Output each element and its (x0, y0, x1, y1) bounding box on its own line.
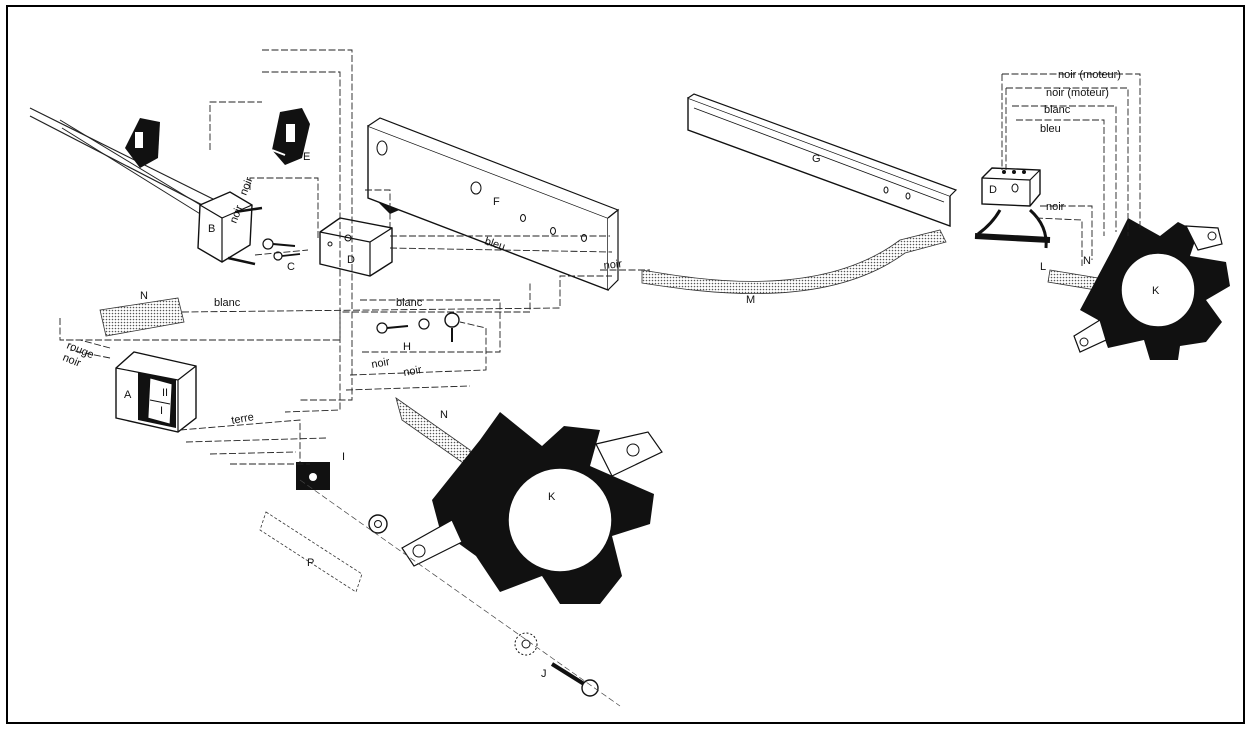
wire-label-noir-moteur-2: noir (moteur) (1046, 87, 1109, 99)
label-a: A (124, 389, 132, 401)
switch-mark-on: I (160, 405, 163, 417)
assembly-axis (299, 479, 621, 707)
wire-label-noir-5: noir (402, 364, 422, 379)
washer (368, 514, 388, 534)
label-c: C (287, 261, 295, 273)
screw-j (550, 662, 599, 697)
label-b: B (208, 223, 215, 235)
switch-mark-off: II (162, 387, 168, 399)
fan-motor-k-center (401, 412, 663, 604)
label-d: D (347, 254, 355, 266)
ring-terminal-h (376, 312, 460, 342)
braided-sleeve-m (641, 229, 947, 295)
mounting-rail-f (367, 117, 620, 292)
wire-label-bleu-2: bleu (1040, 123, 1061, 135)
label-n-right: N (1083, 255, 1091, 267)
label-g: G (812, 153, 821, 165)
label-e-top: E (303, 151, 310, 163)
power-cable (29, 107, 216, 221)
wire-label-noir-1: noir (238, 175, 256, 197)
wire-label-noir-moteur-1: noir (moteur) (1058, 69, 1121, 81)
rocker-switch-a (115, 351, 197, 433)
label-i: I (342, 451, 345, 463)
wire-label-noir-6: noir (603, 258, 623, 272)
wire-label-noir-7: noir (1046, 201, 1065, 213)
wire-label-blanc-1: blanc (214, 297, 241, 309)
label-k-center: K (548, 491, 556, 503)
grommet-i (296, 462, 330, 490)
connector-block-b (197, 191, 263, 266)
connector-block-d-right (981, 167, 1041, 207)
label-p: P (307, 557, 314, 569)
label-n-left: N (140, 290, 148, 302)
wire-label-blanc-3: blanc (1044, 104, 1071, 116)
label-l: L (1040, 261, 1046, 273)
mounting-rail-g (687, 93, 958, 228)
cable-clip-e-cable (125, 118, 160, 168)
sleeve-n-left (99, 297, 185, 337)
wiring (59, 49, 1141, 465)
diagram-frame (6, 5, 1245, 724)
connector-block-d (319, 217, 393, 277)
wire-label-terre: terre (230, 411, 254, 427)
label-h: H (403, 341, 411, 353)
wire-label-noir-4: noir (370, 356, 390, 371)
label-k-right: K (1152, 285, 1160, 297)
label-m: M (746, 294, 755, 306)
label-n-center: N (440, 409, 448, 421)
terminal-l (974, 208, 1051, 249)
label-d-right: D (989, 184, 997, 196)
fan-motor-k-right (1073, 218, 1230, 360)
label-j: J (541, 668, 547, 680)
wire-label-blanc-2: blanc (396, 297, 423, 309)
earth-tube-p (259, 511, 363, 593)
label-f: F (493, 196, 500, 208)
cable-clip-e-top (271, 108, 310, 165)
star-washer (514, 632, 538, 656)
screws-c (262, 238, 301, 261)
